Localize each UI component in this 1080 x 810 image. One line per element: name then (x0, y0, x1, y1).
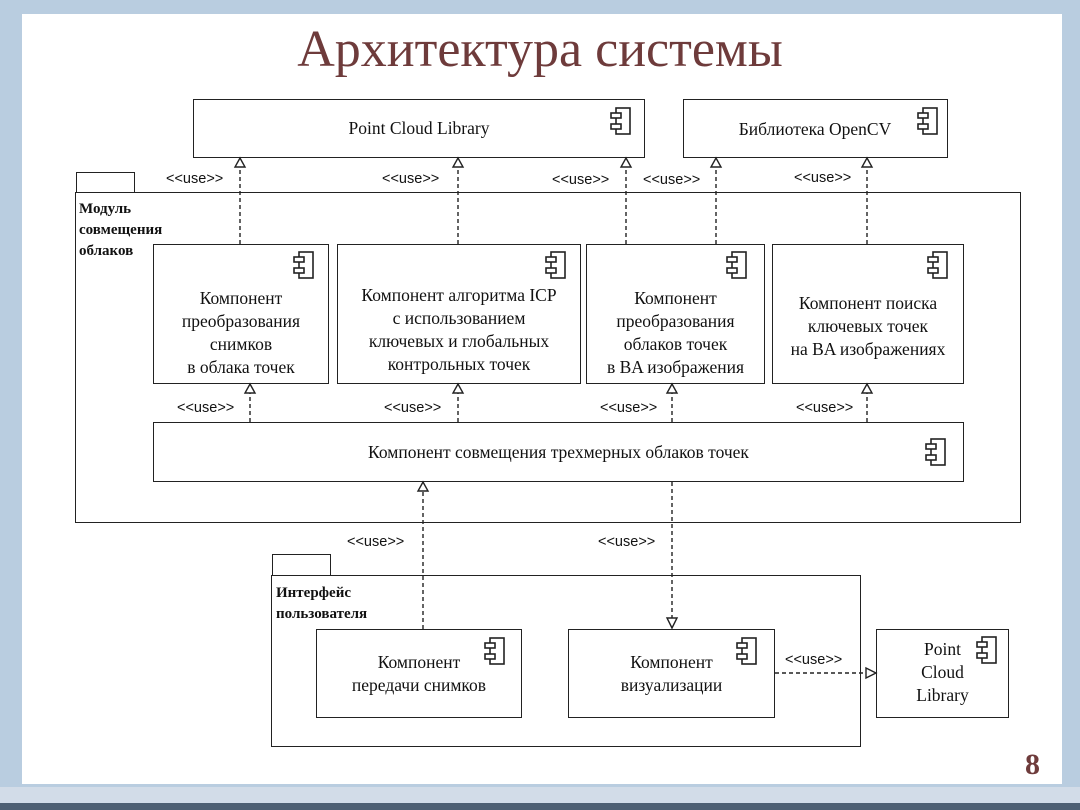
component-icon (917, 107, 938, 135)
arrowhead (665, 382, 679, 394)
use-label: <<use>> (166, 171, 224, 187)
registration-component (153, 422, 964, 482)
use-label: <<use>> (384, 400, 442, 416)
image-transfer-label: Компонент передачи снимков (351, 652, 487, 695)
arrowhead (619, 156, 633, 168)
interface-package-tab (272, 554, 331, 576)
arrowhead (451, 382, 465, 394)
arrowhead (233, 156, 247, 168)
component-icon (610, 107, 631, 135)
arrowhead (416, 480, 430, 492)
visualization-label: Компонент визуализации (620, 652, 723, 695)
arrowhead (860, 156, 874, 168)
arrowhead (243, 382, 257, 394)
image-transfer-component (316, 629, 522, 718)
module-package-label: Модуль совмещения облаков (79, 201, 163, 259)
component-icon (927, 251, 948, 279)
interface-package-label: Интерфейс пользователя (276, 585, 368, 622)
keypoints-ba-label: Компонент поиска ключевых точек на BA из… (790, 293, 946, 359)
use-label: <<use>> (785, 652, 843, 668)
clouds-to-ba-label: Компонент преобразования облаков точек в… (606, 288, 745, 377)
icp-component (337, 244, 581, 384)
component-icon (976, 636, 997, 664)
arrowhead (451, 156, 465, 168)
component-icon (484, 637, 505, 665)
arrowhead (865, 666, 878, 680)
opencv-label: Библиотека OpenCV (738, 119, 892, 139)
component-icon (293, 251, 314, 279)
use-label: <<use>> (796, 400, 854, 416)
opencv-component (683, 99, 948, 158)
arrowhead (860, 382, 874, 394)
pcl-bottom-label: Point Cloud Library (916, 639, 969, 705)
page-number: 8 (1025, 748, 1040, 781)
arrowhead (709, 156, 723, 168)
use-label: <<use>> (382, 171, 440, 187)
use-label: <<use>> (552, 172, 610, 188)
use-label: <<use>> (794, 170, 852, 186)
icp-label: Компонент алгоритма ICP с использованием… (361, 285, 557, 374)
use-label: <<use>> (177, 400, 235, 416)
pcl-top-label: Point Cloud Library (348, 118, 490, 138)
component-icon (726, 251, 747, 279)
component-icon (736, 637, 757, 665)
component-icon (925, 438, 946, 466)
footer-line (0, 803, 1080, 810)
pcl-top-component (193, 99, 645, 158)
component-icon (545, 251, 566, 279)
arrowhead (665, 617, 679, 630)
use-label: <<use>> (600, 400, 658, 416)
registration-label: Компонент совмещения трехмерных облаков … (368, 442, 749, 462)
module-package-tab (76, 172, 135, 193)
use-label: <<use>> (347, 534, 405, 550)
images-to-clouds-label: Компонент преобразования снимков в облак… (181, 288, 301, 377)
use-label: <<use>> (598, 534, 656, 550)
slide-title: Архитектура системы (297, 21, 783, 78)
use-label: <<use>> (643, 172, 701, 188)
